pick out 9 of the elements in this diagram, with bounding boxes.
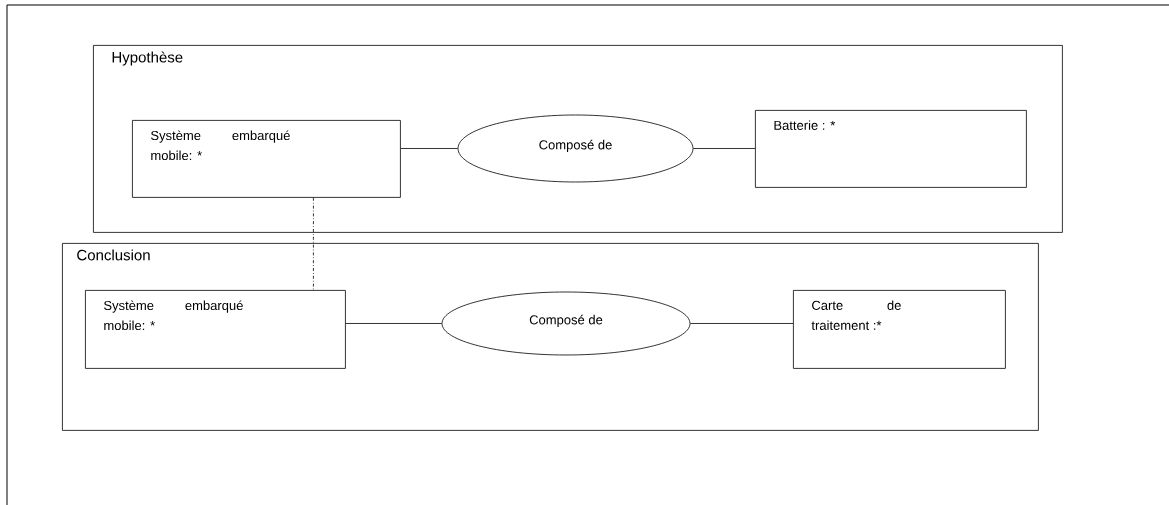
connector-line — [400, 148, 458, 149]
connector-line — [313, 197, 314, 291]
concept-box: Système embarqué mobile: * — [132, 120, 401, 198]
connector-line — [690, 323, 794, 324]
connector-line — [693, 148, 756, 149]
connector-line — [345, 323, 442, 324]
concept-box: Carte de traitement :* — [793, 290, 1006, 369]
concept-box: Système embarqué mobile: * — [85, 290, 346, 369]
concept-box: Batterie : * — [755, 110, 1027, 188]
